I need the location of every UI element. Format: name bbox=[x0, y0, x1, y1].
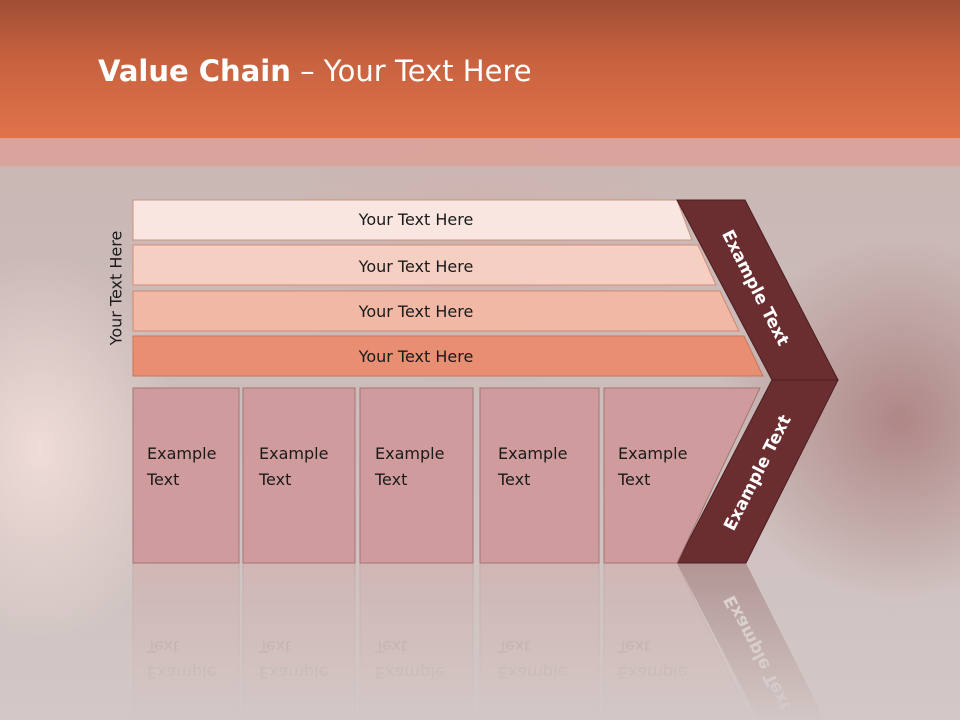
column-3-line-2: Text bbox=[374, 470, 407, 489]
reflection-column-3-line-2: Text bbox=[374, 637, 407, 656]
row-label-3: Your Text Here bbox=[358, 302, 474, 321]
reflection-column-2-line-1: Example bbox=[259, 663, 328, 682]
row-bars: Your Text Here Your Text Here Your Text … bbox=[132, 199, 764, 377]
diagram-reflection: Example Text Example Text Example Text E… bbox=[132, 562, 825, 720]
reflection-column-5-line-2: Text bbox=[617, 637, 650, 656]
reflection-column-1 bbox=[132, 562, 240, 720]
reflection-column-3-line-1: Example bbox=[375, 663, 444, 682]
column-4-line-1: Example bbox=[498, 444, 567, 463]
title-bar bbox=[0, 0, 960, 138]
reflection-column-4-line-2: Text bbox=[497, 637, 530, 656]
column-box-1[interactable] bbox=[132, 387, 240, 564]
reflection-column-2-line-2: Text bbox=[258, 637, 291, 656]
row-label-2: Your Text Here bbox=[358, 257, 474, 276]
row-bar-4[interactable] bbox=[132, 335, 764, 377]
row-label-1: Your Text Here bbox=[358, 210, 474, 229]
column-1-line-1: Example bbox=[147, 444, 216, 463]
row-bar-3[interactable] bbox=[132, 290, 740, 332]
column-5-line-1: Example bbox=[618, 444, 687, 463]
column-box-4[interactable] bbox=[479, 387, 600, 564]
column-5-line-2: Text bbox=[617, 470, 650, 489]
reflection-column-1-line-2: Text bbox=[146, 637, 179, 656]
row-bar-2[interactable] bbox=[132, 244, 717, 286]
column-4-line-2: Text bbox=[497, 470, 530, 489]
slide-title-rest: – Your Text Here bbox=[290, 54, 532, 88]
reflection-column-2 bbox=[242, 562, 356, 720]
slide-title-bold: Value Chain bbox=[98, 54, 291, 88]
reflection-column-5-line-1: Example bbox=[618, 663, 687, 682]
column-2-line-2: Text bbox=[258, 470, 291, 489]
slide-title: Value Chain – Your Text Here bbox=[98, 54, 532, 88]
title-bar-strip bbox=[0, 138, 960, 166]
columns: Example Text Example Text Example Text E… bbox=[132, 387, 761, 564]
reflection-column-4 bbox=[479, 562, 600, 720]
row-bar-1[interactable] bbox=[132, 199, 693, 241]
reflection-arrow-bottom bbox=[677, 563, 825, 720]
column-2-line-1: Example bbox=[259, 444, 328, 463]
reflection-column-1-line-1: Example bbox=[147, 663, 216, 682]
column-1-line-2: Text bbox=[146, 470, 179, 489]
row-label-4: Your Text Here bbox=[358, 347, 474, 366]
reflection-column-3 bbox=[359, 562, 474, 720]
column-3-line-1: Example bbox=[375, 444, 444, 463]
column-box-3[interactable] bbox=[359, 387, 474, 564]
column-box-2[interactable] bbox=[242, 387, 356, 564]
reflection-column-4-line-1: Example bbox=[498, 663, 567, 682]
